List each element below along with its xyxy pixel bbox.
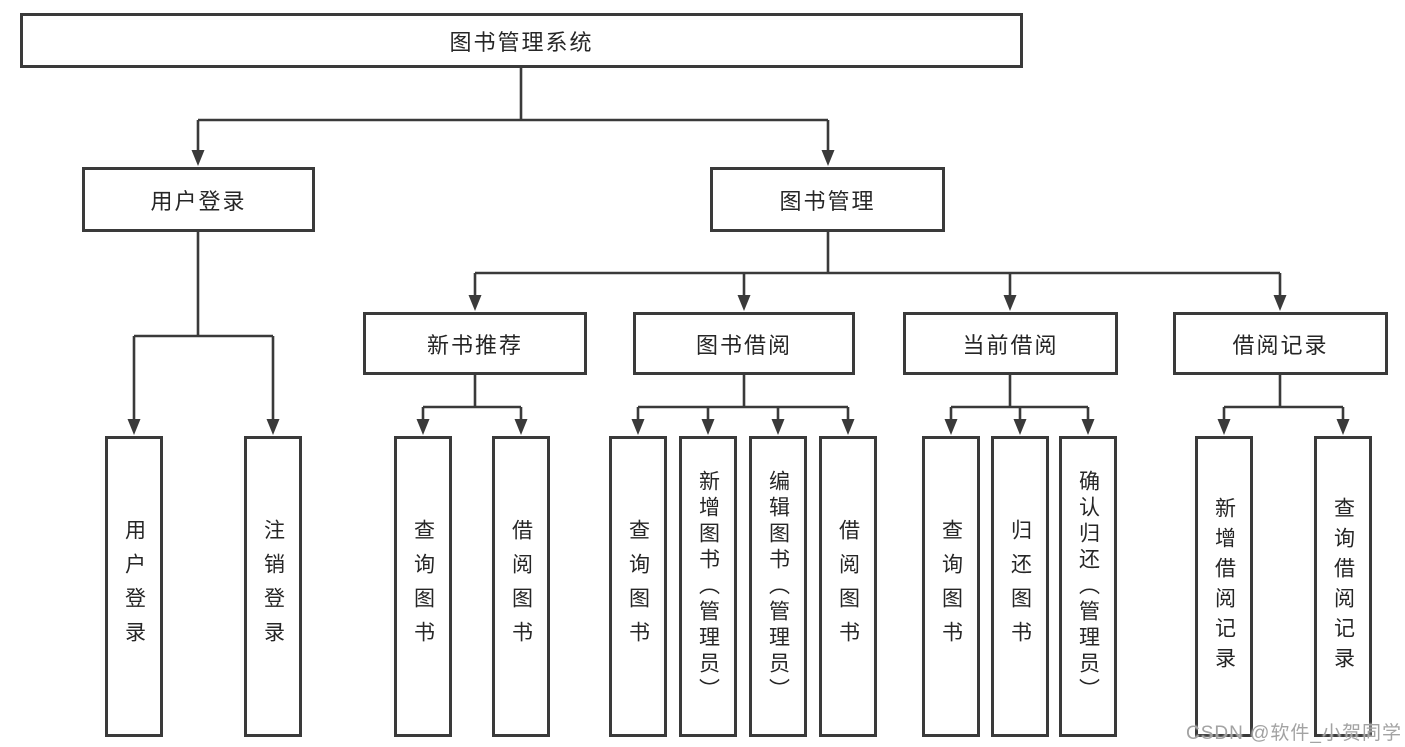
node-label: 新书推荐 — [426, 332, 523, 358]
node-label: 用户登录 — [150, 188, 247, 214]
node-label: 借阅记录 — [1232, 332, 1329, 358]
leaf-query-book: 查询图书 — [609, 436, 667, 737]
node-label: 图书管理系统 — [449, 29, 594, 55]
leaf-user-login: 用户登录 — [105, 436, 163, 737]
csdn-watermark: CSDN @软件_小贺同学 — [1186, 723, 1402, 744]
node-label: 新增借阅记录 — [1212, 496, 1236, 677]
node-label: 用户登录 — [122, 518, 146, 655]
node-label: 图书借阅 — [695, 332, 792, 358]
leaf-add-book-admin: 新增图书（管理员） — [679, 436, 737, 737]
node-book-management: 图书管理 — [710, 167, 945, 232]
node-label: 当前借阅 — [962, 332, 1059, 358]
leaf-borrow-book: 借阅图书 — [819, 436, 877, 737]
node-label: 查询借阅记录 — [1331, 496, 1355, 677]
node-label: 编辑图书（管理员） — [766, 469, 790, 704]
node-label: 查询图书 — [939, 518, 963, 655]
node-label: 查询图书 — [411, 518, 435, 655]
leaf-edit-book-admin: 编辑图书（管理员） — [749, 436, 807, 737]
node-label: 图书管理 — [779, 188, 876, 214]
leaf-query-borrow-record: 查询借阅记录 — [1314, 436, 1372, 737]
leaf-add-borrow-record: 新增借阅记录 — [1195, 436, 1253, 737]
leaf-query-book: 查询图书 — [922, 436, 980, 737]
node-current-borrow: 当前借阅 — [903, 312, 1118, 375]
node-book-borrow: 图书借阅 — [633, 312, 855, 375]
leaf-confirm-return-admin: 确认归还（管理员） — [1059, 436, 1117, 737]
node-new-book-recommend: 新书推荐 — [363, 312, 587, 375]
node-borrow-record: 借阅记录 — [1173, 312, 1388, 375]
node-label: 借阅图书 — [836, 518, 860, 655]
node-user-login: 用户登录 — [82, 167, 315, 232]
leaf-borrow-book: 借阅图书 — [492, 436, 550, 737]
node-label: 注销登录 — [261, 518, 285, 655]
node-library-management-system: 图书管理系统 — [20, 13, 1023, 68]
node-label: 查询图书 — [626, 518, 650, 655]
arrowhead-icons — [127, 150, 1350, 435]
node-label: 确认归还（管理员） — [1076, 469, 1100, 704]
leaf-return-book: 归还图书 — [991, 436, 1049, 737]
node-label: 新增图书（管理员） — [696, 469, 720, 704]
leaf-query-book: 查询图书 — [394, 436, 452, 737]
leaf-logout: 注销登录 — [244, 436, 302, 737]
node-label: 归还图书 — [1008, 518, 1032, 655]
node-label: 借阅图书 — [509, 518, 533, 655]
